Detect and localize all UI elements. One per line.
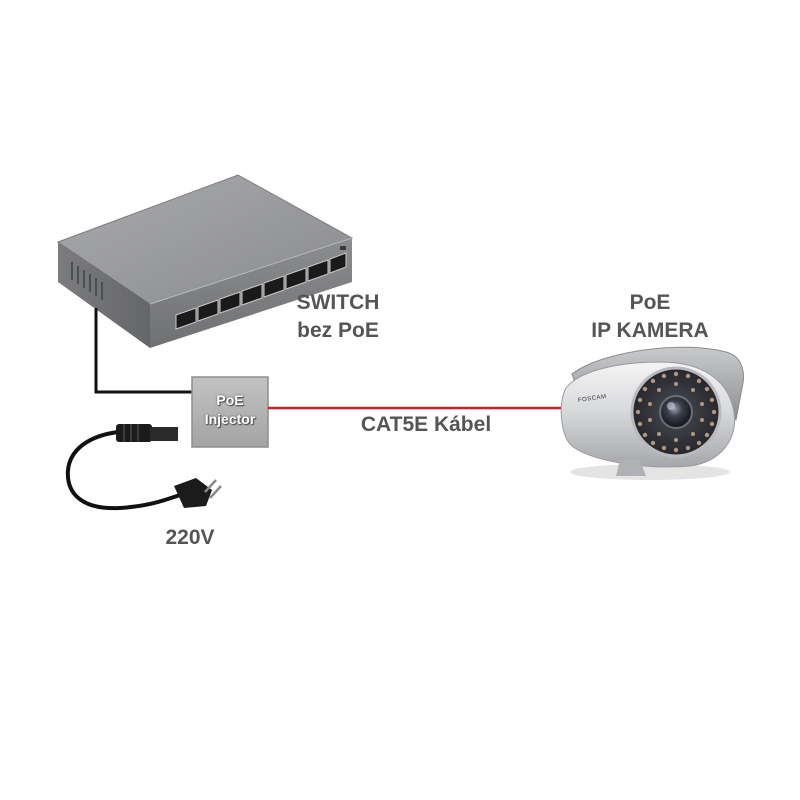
switch-port-7 xyxy=(307,259,329,282)
power-cord-cable xyxy=(65,430,181,511)
ip-camera xyxy=(560,346,744,480)
camera-label-line1: PoE xyxy=(629,291,671,314)
iec-connector xyxy=(116,424,178,442)
poe-injector-box xyxy=(191,376,269,448)
camera-label-line2: IP KAMERA xyxy=(591,319,709,342)
camera-bracket xyxy=(616,460,646,476)
injector-label-line1: PoE xyxy=(216,392,244,408)
switch-ports xyxy=(175,252,347,330)
switch-label-line1: SWITCH xyxy=(296,291,380,314)
wall-plug xyxy=(174,478,222,508)
camera-lens xyxy=(659,395,693,429)
camera-ir-leds xyxy=(635,371,717,453)
switch-label-line2: bez PoE xyxy=(297,319,379,342)
switch-uplink-cable xyxy=(94,308,194,394)
power-cord xyxy=(65,424,222,511)
switch-side-face xyxy=(58,242,150,348)
switch-port-6 xyxy=(285,267,307,290)
cable-label: CAT5E Kábel xyxy=(360,413,492,436)
switch-port-2 xyxy=(197,299,219,322)
switch-port-5 xyxy=(263,275,285,298)
network-switch xyxy=(56,174,354,348)
switch-port-3 xyxy=(219,291,241,314)
power-voltage-label: 220V xyxy=(165,526,215,549)
injector-label-line2: Injector xyxy=(204,411,256,427)
switch-port-8 xyxy=(329,252,347,274)
switch-port-1 xyxy=(175,307,197,330)
switch-power-led xyxy=(340,246,346,250)
switch-port-4 xyxy=(241,283,263,306)
switch-vents xyxy=(71,262,103,300)
